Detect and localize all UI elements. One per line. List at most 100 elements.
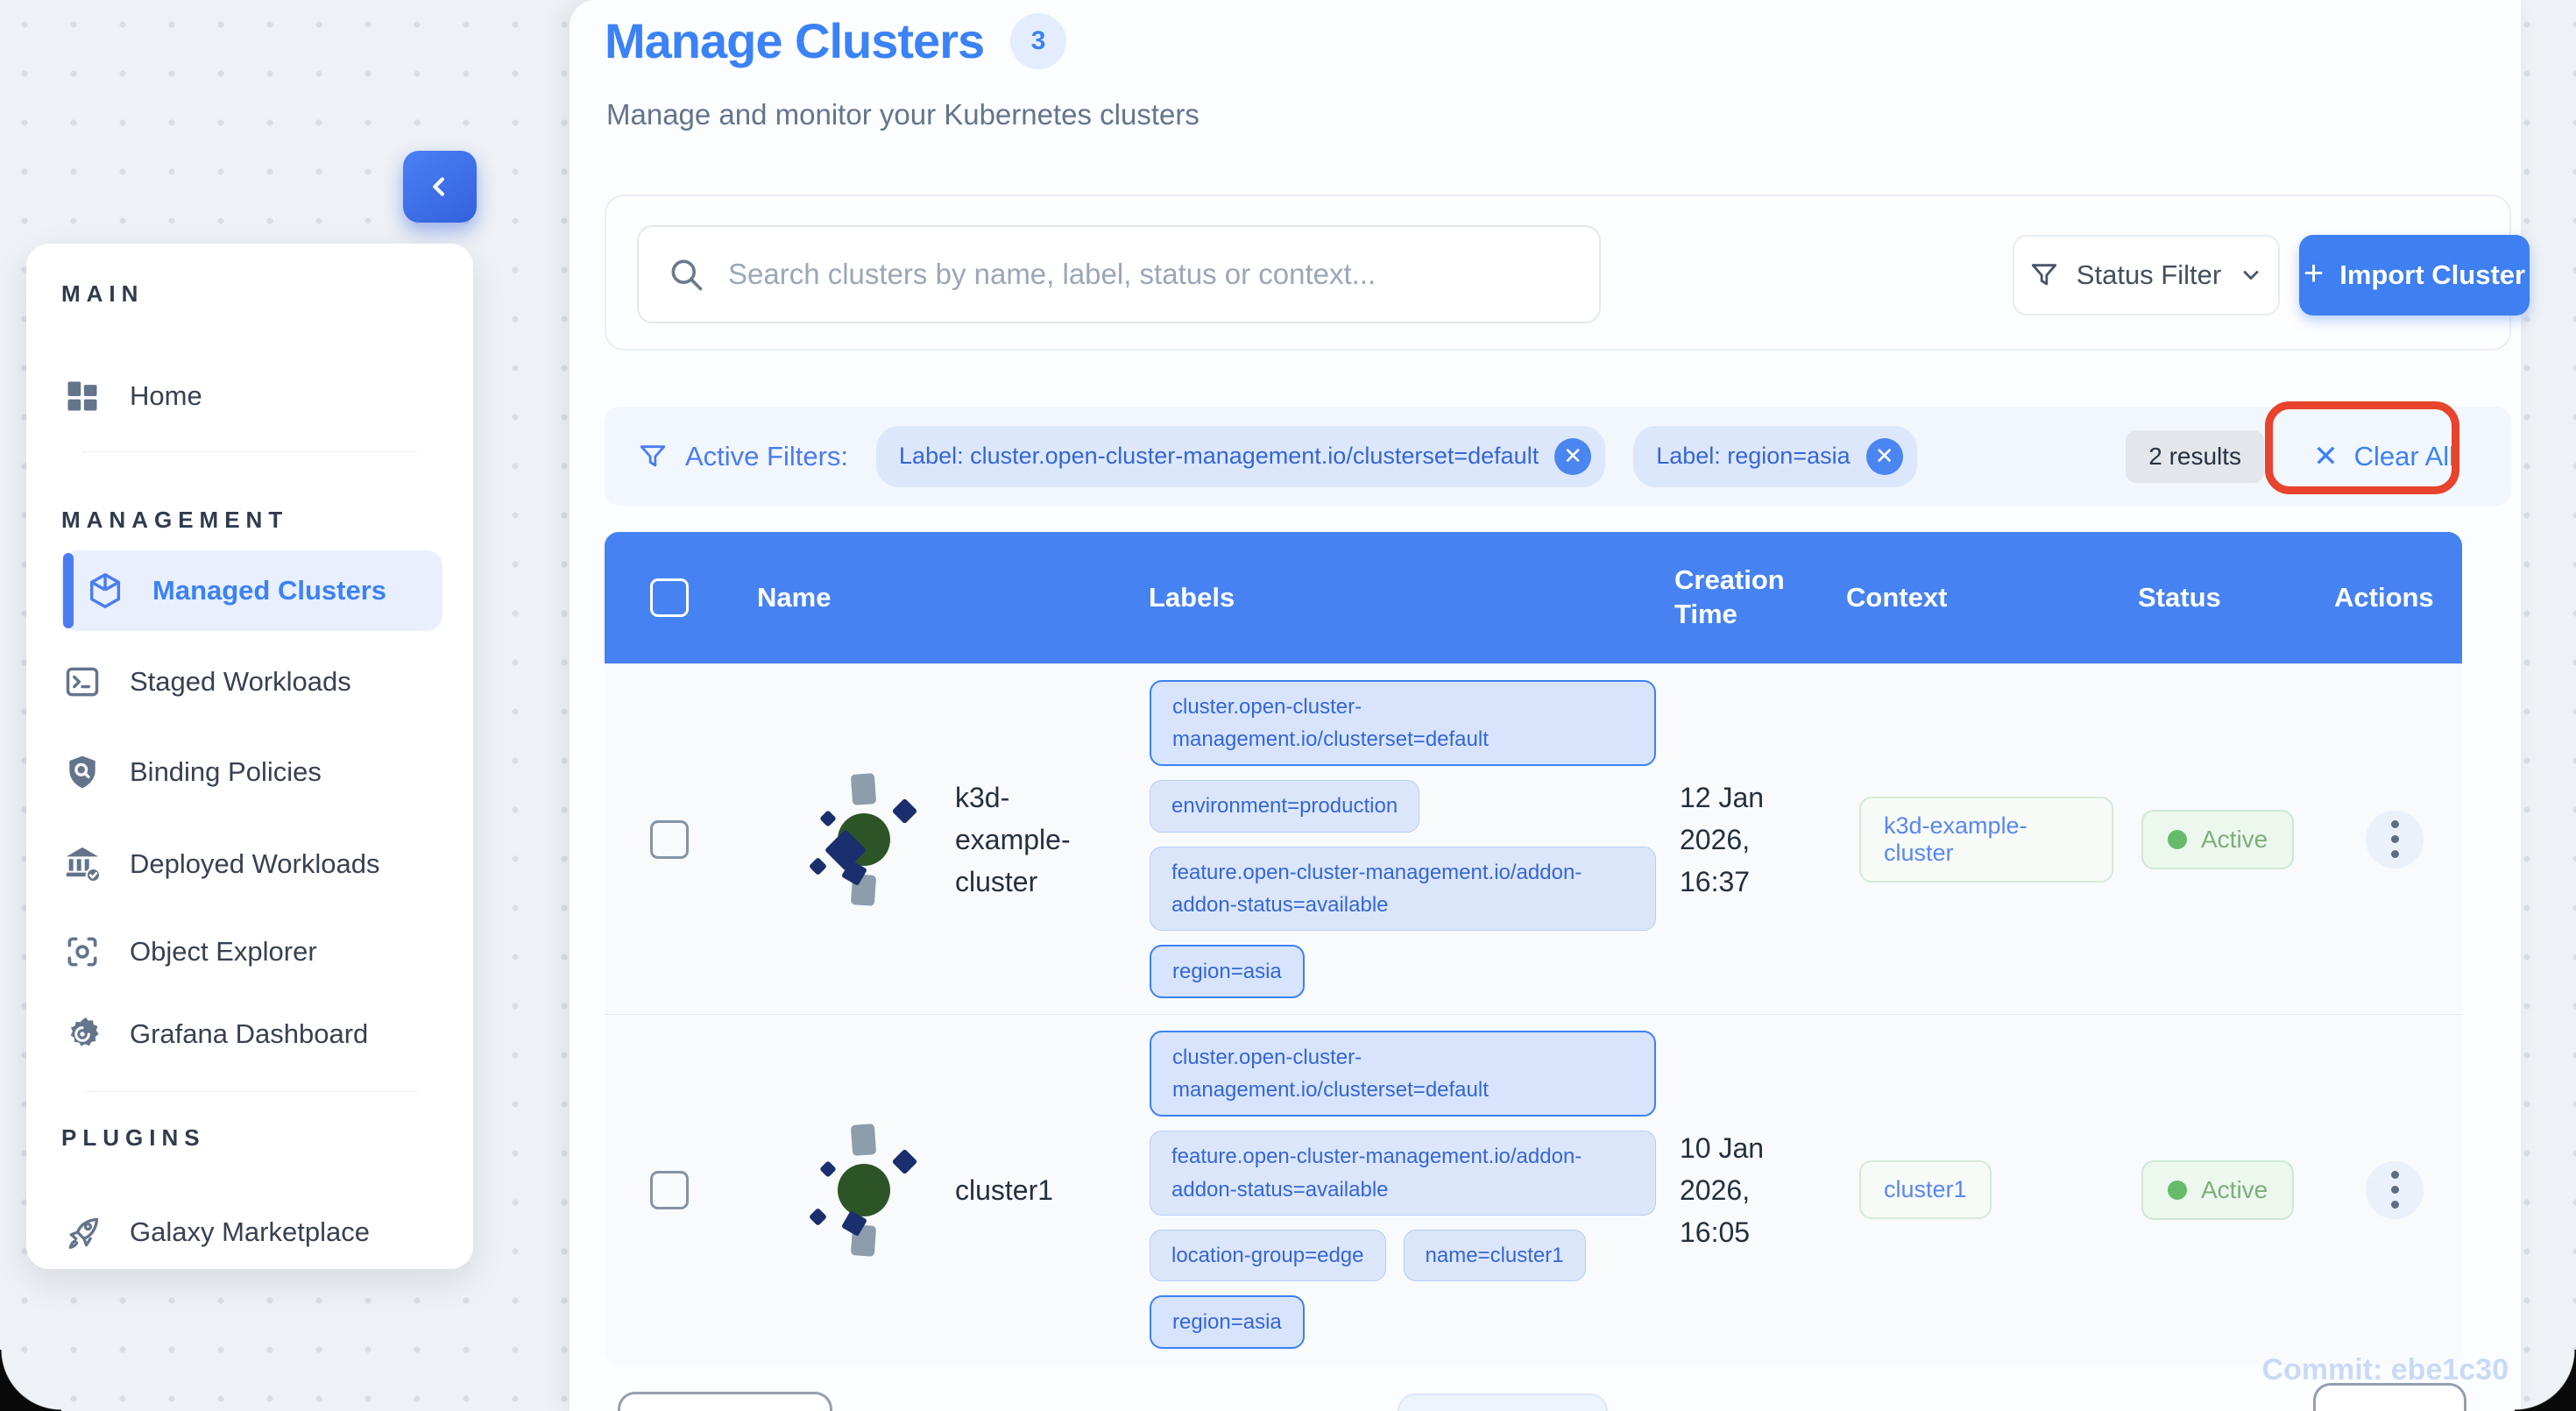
clear-all-label: Clear All <box>2353 440 2455 472</box>
context-badge: k3d-example-cluster <box>1859 796 2113 883</box>
cluster-name: cluster1 <box>955 1173 1054 1206</box>
import-cluster-button[interactable]: + Import Cluster <box>2299 235 2530 316</box>
status-label: Active <box>2201 1175 2268 1203</box>
sidebar-item-label: Managed Clusters <box>152 575 387 606</box>
sidebar-item-object-explorer[interactable]: Object Explorer <box>61 911 438 992</box>
sidebar-item-label: Binding Policies <box>130 756 322 787</box>
pagination-button-partial[interactable] <box>2313 1383 2466 1411</box>
label-chip[interactable]: cluster.open-cluster-management.io/clust… <box>1150 679 1656 767</box>
chevron-left-icon <box>433 177 444 196</box>
main-content-panel: Manage Clusters 3 Manage and monitor you… <box>570 0 2530 1411</box>
page-header: Manage Clusters 3 <box>605 12 1067 69</box>
sidebar-item-deployed-workloads[interactable]: Deployed Workloads <box>61 824 438 904</box>
filter-chip-text: Label: cluster.open-cluster-management.i… <box>899 443 1539 469</box>
remove-filter-icon[interactable]: ✕ <box>1554 437 1592 475</box>
table-row: k3d-example-cluster cluster.open-cluster… <box>605 663 2462 1014</box>
label-chip[interactable]: feature.open-cluster-management.io/addon… <box>1150 846 1656 931</box>
search-input[interactable] <box>705 227 1599 322</box>
shield-search-icon <box>61 751 103 793</box>
commit-hash-label: Commit: ebe1c30 <box>2261 1353 2509 1386</box>
terminal-icon <box>61 661 103 703</box>
cluster-icon <box>808 772 918 906</box>
table-row: cluster1 cluster.open-cluster-management… <box>605 1014 2462 1365</box>
close-icon: ✕ <box>2313 439 2339 473</box>
filter-chip: Label: cluster.open-cluster-management.i… <box>876 425 1606 487</box>
status-badge: Active <box>2141 809 2295 869</box>
results-count-badge: 2 results <box>2126 429 2265 483</box>
sidebar-section-management: MANAGEMENT <box>61 507 289 533</box>
status-dot-icon <box>2168 829 2187 849</box>
status-label: Active <box>2201 825 2268 853</box>
creation-time: 12 Jan 2026, 16:37 <box>1680 781 1765 897</box>
sidebar-item-label: Home <box>130 380 202 411</box>
sidebar-item-label: Galaxy Marketplace <box>130 1216 370 1247</box>
grafana-gear-icon <box>61 1013 103 1055</box>
active-filters-bar: Active Filters: Label: cluster.open-clus… <box>605 407 2511 506</box>
sidebar-item-label: Deployed Workloads <box>130 848 380 879</box>
divider <box>82 1091 417 1092</box>
sidebar-item-grafana-dashboard[interactable]: Grafana Dashboard <box>61 994 438 1074</box>
sidebar-item-staged-workloads[interactable]: Staged Workloads <box>61 642 438 722</box>
remove-filter-icon[interactable]: ✕ <box>1865 437 1903 475</box>
clusters-table: Name Labels Creation Time Context Status… <box>605 532 2462 1365</box>
sidebar-section-main: MAIN <box>61 280 145 307</box>
page-subtitle: Manage and monitor your Kubernetes clust… <box>606 98 1200 131</box>
window-corner <box>0 1350 61 1411</box>
status-filter-label: Status Filter <box>2076 259 2222 290</box>
sidebar-item-binding-policies[interactable]: Binding Policies <box>61 732 438 812</box>
bank-check-icon <box>61 843 103 885</box>
column-header-labels: Labels <box>1149 582 1235 613</box>
cluster-name: k3d-example-cluster <box>955 781 1071 897</box>
sidebar-item-galaxy-marketplace[interactable]: Galaxy Marketplace <box>61 1192 438 1273</box>
filter-chip: Label: region=asia ✕ <box>1633 425 1917 487</box>
label-chip[interactable]: feature.open-cluster-management.io/addon… <box>1150 1131 1656 1216</box>
import-cluster-label: Import Cluster <box>2339 259 2526 290</box>
status-badge: Active <box>2141 1159 2295 1220</box>
search-filter-toolbar: Status Filter + Import Cluster <box>605 195 2530 351</box>
cube-icon <box>84 570 126 612</box>
chevron-down-icon <box>2243 271 2259 280</box>
sidebar-item-managed-clusters[interactable]: Managed Clusters <box>61 550 442 631</box>
clear-all-button[interactable]: ✕ Clear All <box>2313 441 2455 472</box>
column-header-context: Context <box>1846 582 1948 613</box>
row-actions-menu-button[interactable] <box>2366 1160 2424 1219</box>
label-chip[interactable]: name=cluster1 <box>1403 1229 1586 1281</box>
active-indicator <box>63 553 74 628</box>
context-badge: cluster1 <box>1859 1160 1992 1219</box>
label-chip[interactable]: region=asia <box>1150 1294 1305 1350</box>
window-corner <box>2515 1350 2576 1411</box>
select-all-checkbox[interactable] <box>650 578 689 617</box>
label-chip[interactable]: region=asia <box>1150 944 1305 999</box>
active-filters-label: Active Filters: <box>685 440 849 472</box>
sidebar-collapse-button[interactable] <box>403 151 477 223</box>
pagination-button-partial[interactable] <box>618 1392 832 1411</box>
column-header-name: Name <box>757 582 832 613</box>
sidebar: MAIN Home MANAGEMENT Managed Clusters St… <box>26 244 473 1269</box>
row-actions-menu-button[interactable] <box>2366 810 2424 869</box>
search-box[interactable] <box>637 225 1601 323</box>
row-checkbox[interactable] <box>650 819 689 859</box>
pagination-pill-partial[interactable] <box>1398 1393 1608 1411</box>
sidebar-item-label: Staged Workloads <box>130 666 351 697</box>
column-header-status: Status <box>2138 582 2221 613</box>
column-header-creation-time: Creation Time <box>1674 564 1785 629</box>
sidebar-item-label: Object Explorer <box>130 936 317 967</box>
rocket-icon <box>61 1211 103 1253</box>
table-header-row: Name Labels Creation Time Context Status… <box>605 532 2462 663</box>
label-chip[interactable]: environment=production <box>1150 780 1420 833</box>
page-title: Manage Clusters <box>605 13 985 68</box>
cluster-icon <box>808 1123 918 1257</box>
status-dot-icon <box>2168 1180 2187 1200</box>
funnel-icon <box>2031 264 2056 286</box>
sidebar-item-label: Grafana Dashboard <box>130 1018 369 1049</box>
scan-focus-icon <box>61 931 103 973</box>
label-chip[interactable]: location-group=edge <box>1150 1229 1386 1281</box>
row-checkbox[interactable] <box>650 1170 689 1209</box>
creation-time: 10 Jan 2026, 16:05 <box>1680 1131 1765 1248</box>
sidebar-item-home[interactable]: Home <box>61 356 438 436</box>
label-chip[interactable]: cluster.open-cluster-management.io/clust… <box>1150 1030 1656 1117</box>
status-filter-button[interactable]: Status Filter <box>2013 235 2280 316</box>
column-header-actions: Actions <box>2334 582 2434 613</box>
funnel-icon <box>640 444 666 466</box>
divider <box>82 451 417 452</box>
